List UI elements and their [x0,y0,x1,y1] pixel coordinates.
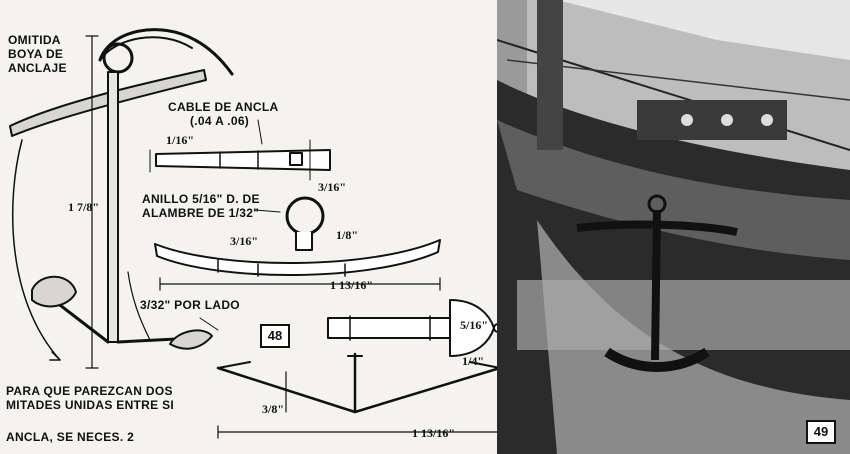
halves-label: PARA QUE PAREZCAN DOS MITADES UNIDAS ENT… [6,384,175,412]
anchor-cable-label: CABLE DE ANCLA (.04 A .06) [168,100,279,128]
omitted-buoy-label: OMITIDA BOYA DE ANCLAJE [8,33,67,75]
figure-number-48: 48 [260,324,290,348]
anchor-fluke-left [31,275,77,308]
ring-detail [285,196,325,236]
stock-mid-dim: 3/16" [318,180,346,194]
stock-side [154,239,441,276]
anchor-ring [102,42,134,74]
stock-end-dim: 1/16" [166,133,194,147]
crown-depth-dim: 1/4" [462,354,484,368]
ship-bow-photo [497,0,850,454]
arm-length-dim: 1 13/16" [412,426,455,440]
hull-lower [537,220,850,454]
stock-tip-dim: 1/8" [336,228,358,242]
arms-v [216,366,502,414]
figure-number-49: 49 [806,420,836,444]
stock-thick-dim: 3/16" [230,234,258,248]
arm-height-dim: 3/8" [262,402,284,416]
shank-height-dim: 1 7/8" [68,200,99,214]
ring-label: ANILLO 5/16" D. DE ALAMBRE DE 1/32" [142,192,260,220]
crown-plan [327,317,451,339]
per-side-label: 3/32" POR LADO [140,298,240,312]
rope-strand [98,28,234,76]
crown-height-dim: 5/16" [460,318,488,332]
anchor-shank [107,71,119,343]
stock-length-dim: 1 13/16" [330,278,373,292]
needed-label: ANCLA, SE NECES. 2 [6,430,135,444]
stock-plan [155,149,331,171]
leader-arrow-halves [12,139,61,361]
anchor-fluke-right [169,329,213,350]
